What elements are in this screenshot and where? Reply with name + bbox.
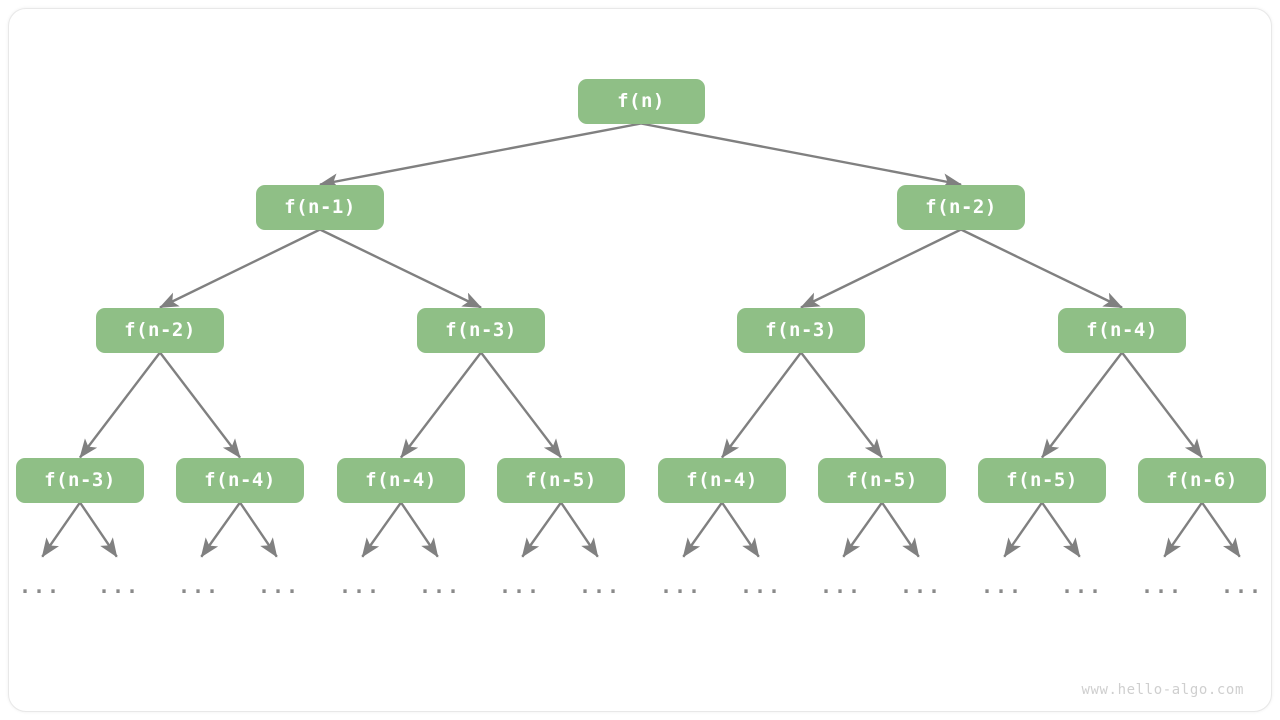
tree-node-n3: f(n-2) — [96, 307, 224, 353]
ellipsis-marker: ... — [1060, 574, 1104, 598]
ellipsis-marker: ... — [257, 574, 301, 598]
ellipsis-marker: ... — [980, 574, 1024, 598]
tree-node-n1: f(n-1) — [256, 184, 384, 230]
ellipsis-marker: ... — [899, 574, 943, 598]
tree-node-n8: f(n-4) — [176, 457, 304, 503]
ellipsis-marker: ... — [659, 574, 703, 598]
ellipsis-marker: ... — [498, 574, 542, 598]
tree-node-n10: f(n-5) — [497, 457, 625, 503]
ellipsis-marker: ... — [177, 574, 221, 598]
ellipsis-marker: ... — [1220, 574, 1264, 598]
ellipsis-marker: ... — [1140, 574, 1184, 598]
tree-node-n11: f(n-4) — [658, 457, 786, 503]
ellipsis-marker: ... — [418, 574, 462, 598]
ellipsis-marker: ... — [578, 574, 622, 598]
ellipsis-marker: ... — [18, 574, 62, 598]
tree-node-n14: f(n-6) — [1138, 457, 1266, 503]
ellipsis-marker: ... — [819, 574, 863, 598]
tree-node-n0: f(n) — [577, 78, 705, 124]
watermark: www.hello-algo.com — [1081, 682, 1244, 698]
tree-node-n7: f(n-3) — [16, 457, 144, 503]
ellipsis-marker: ... — [338, 574, 382, 598]
tree-node-n9: f(n-4) — [337, 457, 465, 503]
tree-node-n12: f(n-5) — [818, 457, 946, 503]
tree-node-n5: f(n-3) — [737, 307, 865, 353]
ellipsis-marker: ... — [97, 574, 141, 598]
tree-node-n4: f(n-3) — [417, 307, 545, 353]
tree-node-n13: f(n-5) — [978, 457, 1106, 503]
ellipsis-marker: ... — [739, 574, 783, 598]
tree-node-n6: f(n-4) — [1058, 307, 1186, 353]
tree-node-n2: f(n-2) — [897, 184, 1025, 230]
